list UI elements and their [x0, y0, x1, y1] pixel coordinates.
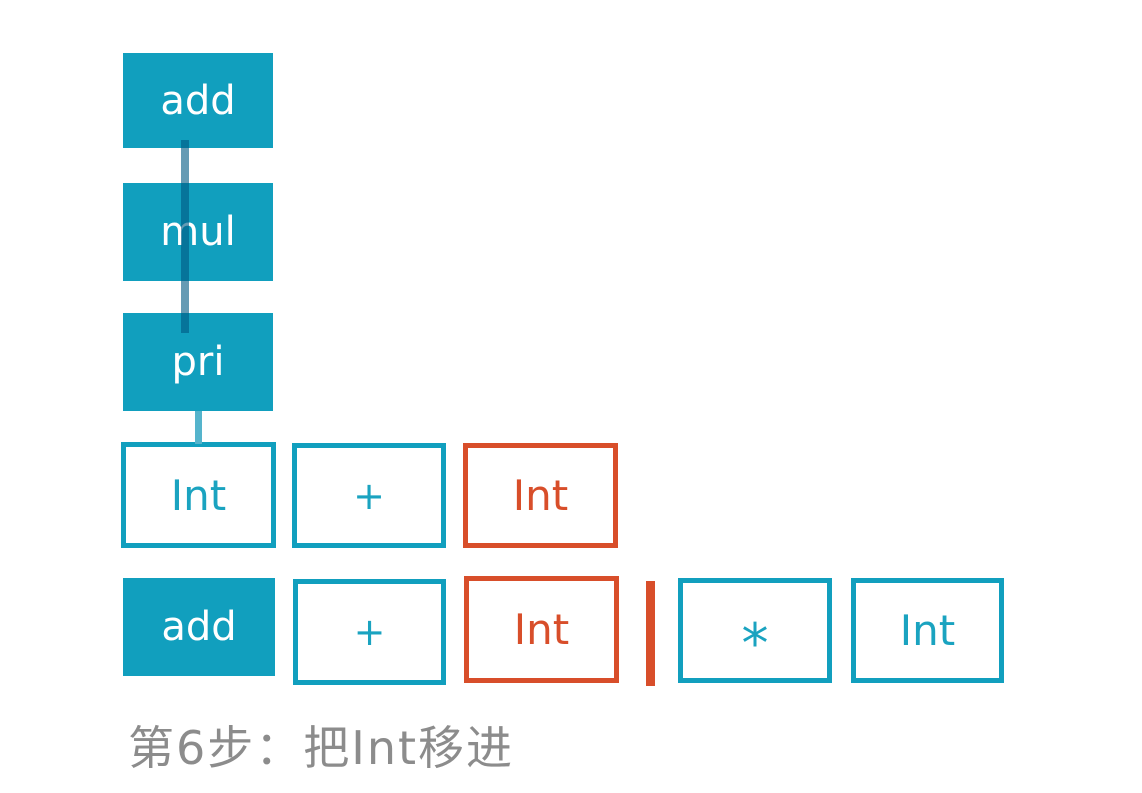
token-int-upper-left-label: Int [170, 470, 227, 520]
node-add-bottom-label: add [161, 604, 237, 650]
connector-add-mul-pri-line [181, 140, 189, 333]
token-int-lower-orange-label: Int [513, 605, 570, 654]
node-add-bottom: add [123, 578, 275, 676]
node-mul-label: mul [160, 209, 236, 255]
node-mul: mul [123, 183, 273, 281]
token-star-label: * [741, 612, 769, 675]
token-star: * [678, 578, 832, 683]
node-add-top-label: add [160, 77, 236, 124]
token-int-upper-orange: Int [463, 443, 618, 548]
connector-pri-int-line [195, 411, 202, 444]
node-pri: pri [123, 313, 273, 411]
input-position-divider-bar [646, 581, 655, 686]
token-plus-upper-label: + [353, 473, 385, 518]
step-caption: 第6步：把Int移进 [128, 721, 515, 775]
token-int-upper-left: Int [121, 442, 276, 548]
token-plus-lower-label: + [353, 610, 386, 654]
token-int-right: Int [851, 578, 1004, 683]
token-int-upper-orange-label: Int [512, 471, 569, 520]
node-add-top: add [123, 53, 273, 148]
token-int-right-label: Int [899, 606, 956, 655]
token-plus-lower: + [293, 579, 446, 685]
node-pri-label: pri [171, 339, 225, 385]
token-plus-upper: + [292, 443, 446, 548]
token-int-lower-orange: Int [464, 576, 619, 683]
